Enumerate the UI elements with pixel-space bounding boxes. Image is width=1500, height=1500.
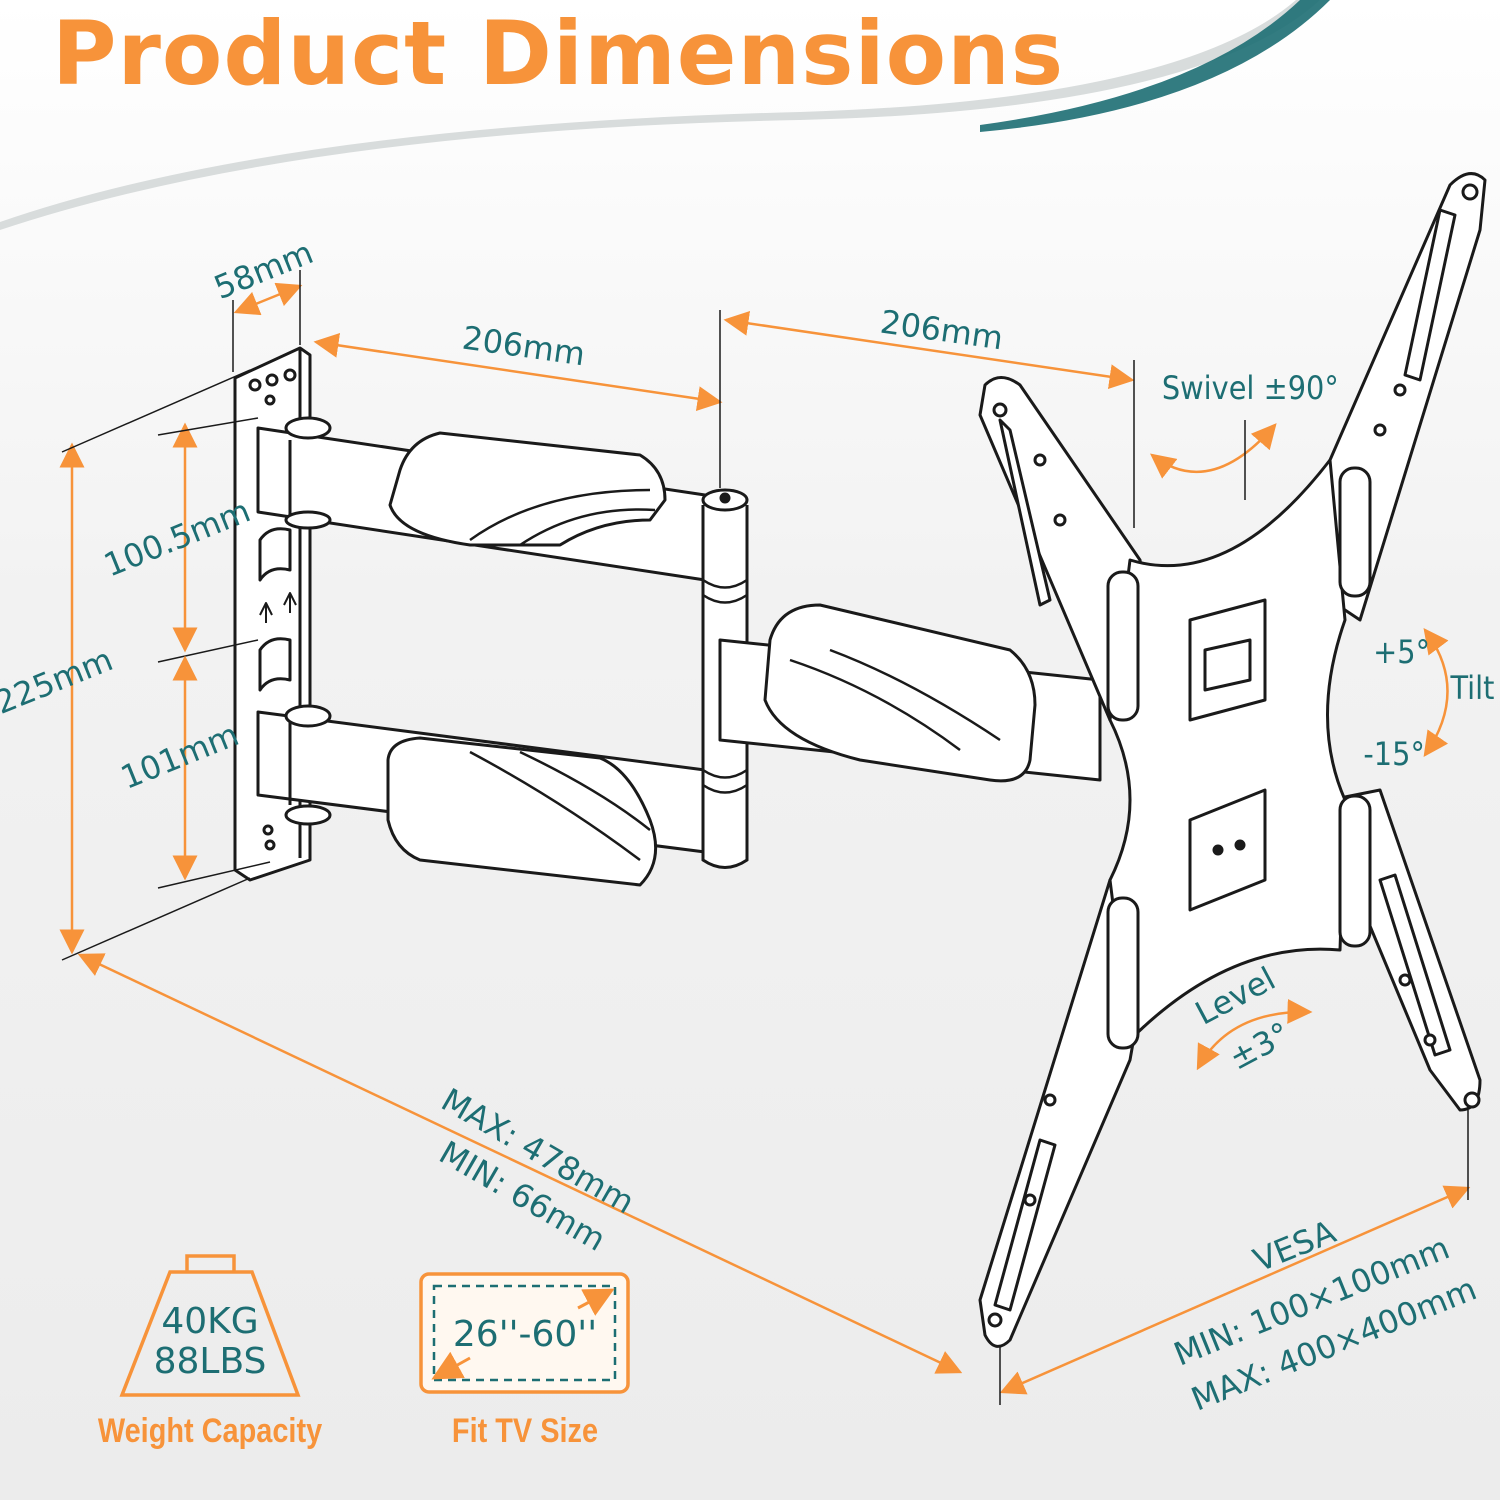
tilt-down-label: -15° xyxy=(1363,735,1425,773)
tilt-label: Tilt xyxy=(1450,669,1495,707)
weight-kg: 40KG xyxy=(161,1301,259,1342)
tv-frame-icon xyxy=(419,1272,630,1394)
upper-inner-arm xyxy=(256,416,707,582)
swivel-label: Swivel ±90° xyxy=(1161,369,1339,407)
dimension-lines xyxy=(59,270,1471,1405)
header-swoosh xyxy=(0,0,1500,230)
weight-lbs: 88LBS xyxy=(153,1341,267,1382)
fit-tv-size-caption: Fit TV Size xyxy=(451,1412,599,1450)
tilt-up-label: +5° xyxy=(1373,633,1431,671)
tv-size-value: 26''-60'' xyxy=(452,1314,598,1355)
outer-arm xyxy=(718,603,1102,783)
weight-icon xyxy=(119,1254,301,1397)
pivot-column xyxy=(701,488,749,869)
lower-inner-arm xyxy=(256,704,707,887)
page-title: Product Dimensions xyxy=(52,2,1065,105)
weight-capacity-caption: Weight Capacity xyxy=(97,1412,323,1450)
